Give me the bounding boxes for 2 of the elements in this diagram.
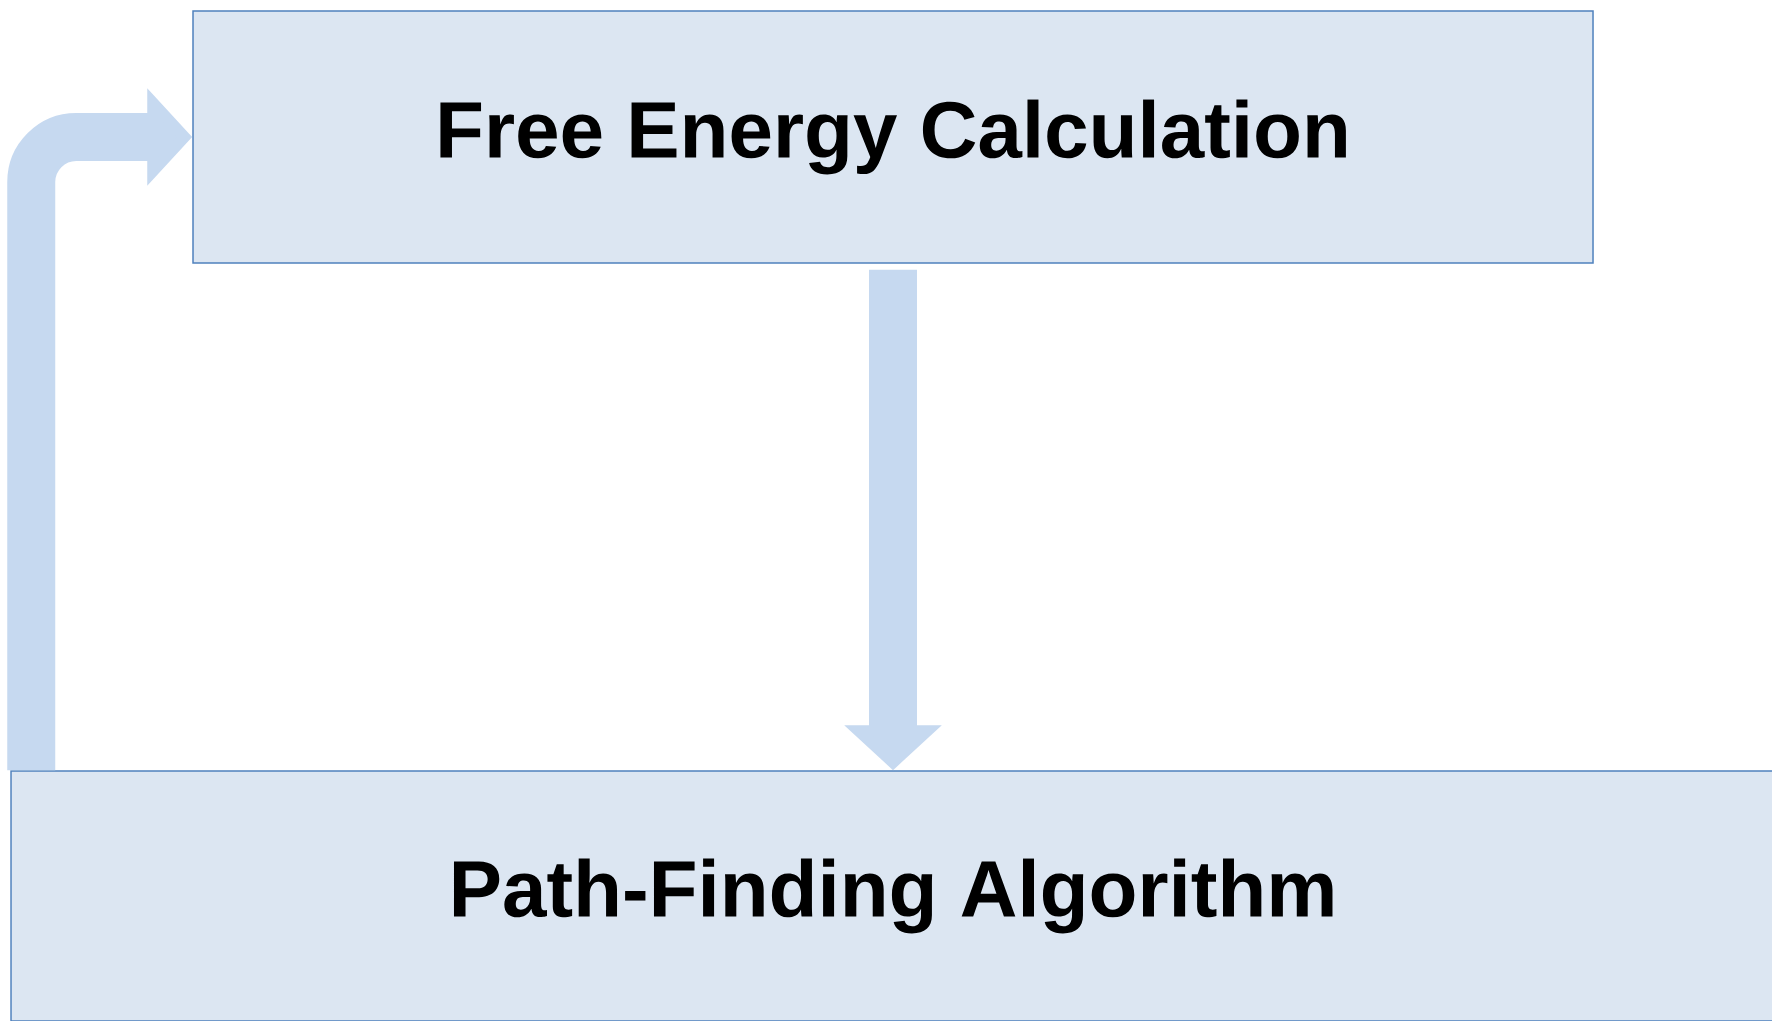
process-box: Path-Finding Algorithm [10, 770, 1772, 1021]
process-box: Free Energy Calculation [192, 10, 1594, 264]
